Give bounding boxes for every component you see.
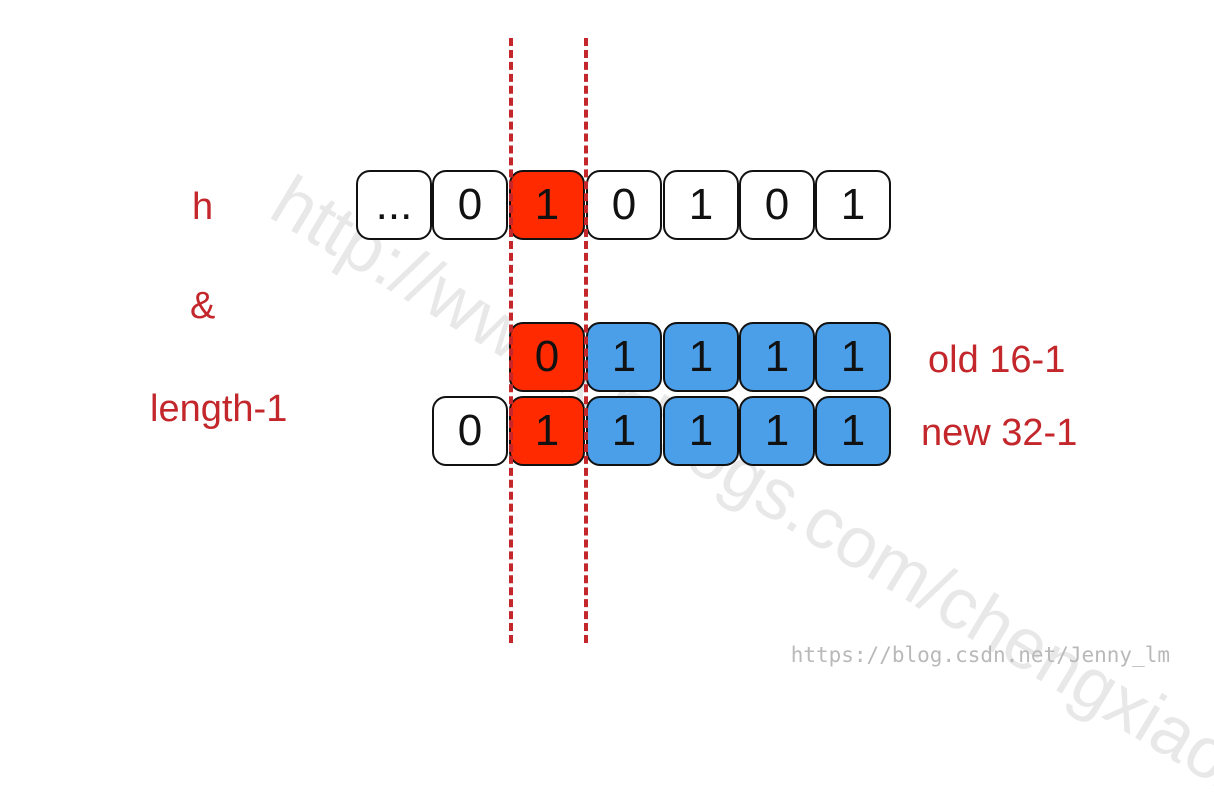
- label-old-mask: old 16-1: [928, 339, 1066, 381]
- old-mask-bit-cell: 1: [815, 322, 891, 392]
- label-length-minus-one: length-1: [150, 388, 288, 430]
- label-and: &: [190, 285, 216, 327]
- h-bit-cell: 0: [432, 170, 508, 240]
- h-bit-cell: 1: [663, 170, 739, 240]
- new-mask-bit-cell: 1: [815, 396, 891, 466]
- old-mask-bit-cell: 1: [663, 322, 739, 392]
- new-mask-bit-cell: 1: [586, 396, 662, 466]
- label-new-mask: new 32-1: [921, 412, 1078, 454]
- new-mask-bit-cell: 0: [432, 396, 508, 466]
- h-bit-cell: ...: [356, 170, 432, 240]
- old-mask-bit-cell: 1: [739, 322, 815, 392]
- new-mask-bit-cell: 1: [739, 396, 815, 466]
- right-dashed-guide: [584, 38, 588, 643]
- old-mask-bit-cell: 1: [586, 322, 662, 392]
- h-bit-cell: 0: [586, 170, 662, 240]
- left-dashed-guide: [509, 38, 513, 643]
- h-bit-cell: 0: [739, 170, 815, 240]
- label-h: h: [192, 186, 214, 228]
- credit-url: https://blog.csdn.net/Jenny_lm: [790, 643, 1170, 667]
- old-mask-bit-cell-highlight: 0: [509, 322, 585, 392]
- new-mask-bit-cell: 1: [663, 396, 739, 466]
- new-mask-bit-cell-highlight: 1: [509, 396, 585, 466]
- watermark-text: http://www.cnblogs.com/chengxiao/: [258, 160, 1214, 809]
- diagram-canvas: http://www.cnblogs.com/chengxiao/ h & le…: [150, 38, 1214, 809]
- h-bit-cell-highlight: 1: [509, 170, 585, 240]
- h-bit-cell: 1: [815, 170, 891, 240]
